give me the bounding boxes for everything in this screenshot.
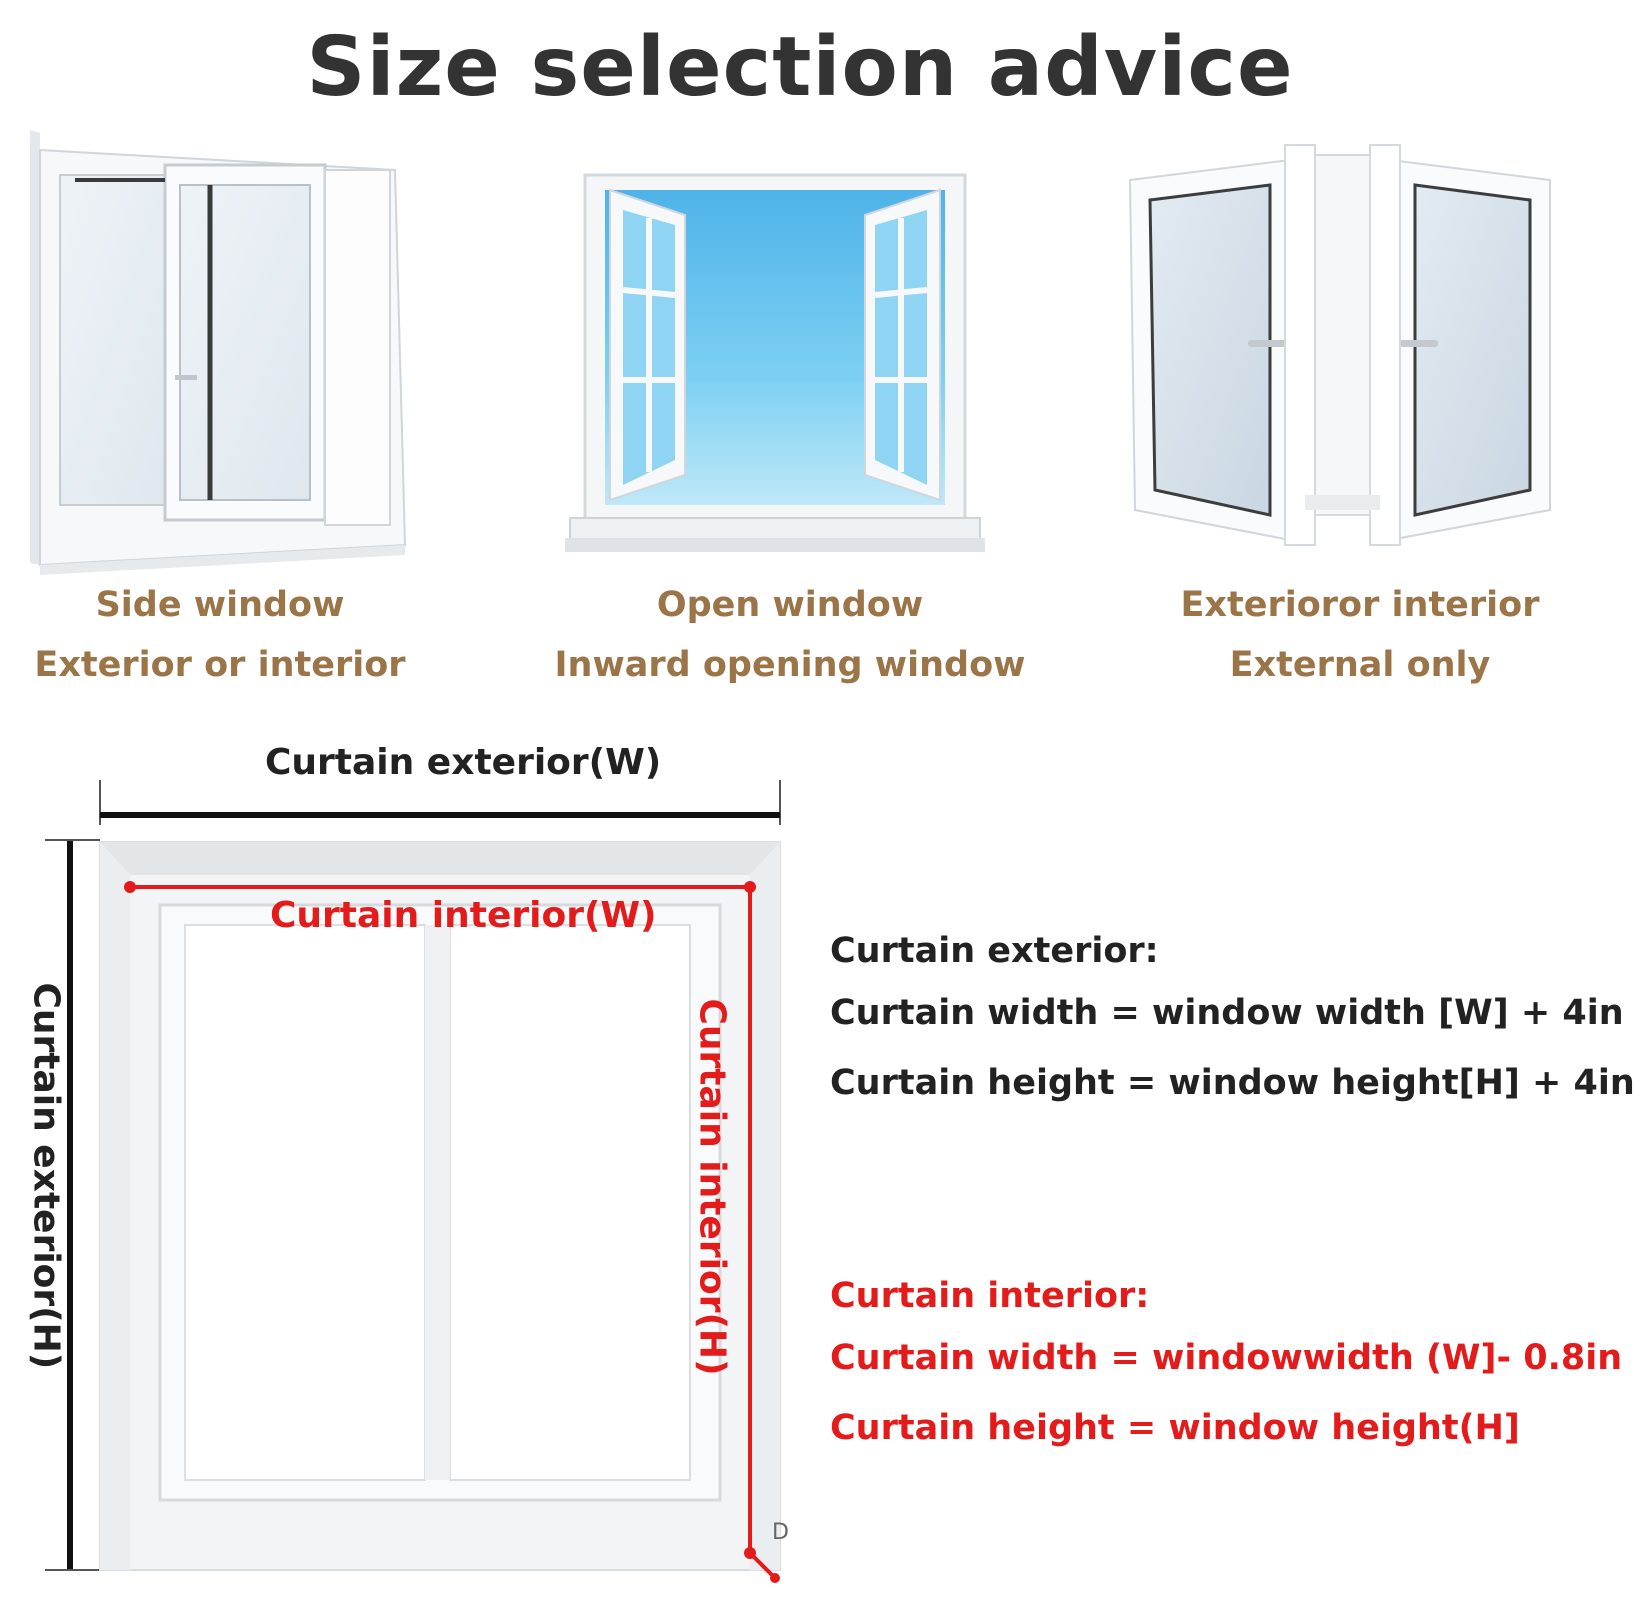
window-caption-side-line1: Side window: [95, 585, 345, 625]
measurement-diagram: [45, 780, 781, 1583]
exterior-height-label: Curtain exterior(H): [25, 982, 67, 1370]
window-caption-open-line2: Inward opening window: [554, 645, 1026, 685]
interior-formula-height: Curtain height = window height(H]: [830, 1408, 1520, 1448]
exterior-formula-width: Curtain width = window width [W] + 4in: [830, 993, 1624, 1033]
interior-formulas: Curtain interior: Curtain width = window…: [830, 1265, 1622, 1459]
page-title: Size selection advice: [306, 20, 1294, 115]
window-caption-open-line1: Open window: [656, 585, 924, 625]
window-caption-open: Open window Inward opening window: [550, 575, 1030, 695]
double-casement-window-icon: [1128, 144, 1551, 546]
exterior-formula-heading: Curtain exterior:: [830, 931, 1159, 971]
window-caption-side: Side window Exterior or interior: [20, 575, 420, 695]
window-caption-side-line2: Exterior or interior: [34, 645, 406, 685]
window-caption-casement-line2: External only: [1229, 645, 1491, 685]
window-caption-casement-line1: Exterioror interior: [1180, 585, 1540, 625]
exterior-formulas: Curtain exterior: Curtain width = window…: [830, 920, 1635, 1114]
window-caption-casement: Exterioror interior External only: [1150, 575, 1570, 695]
open-casement-window-icon: [565, 173, 985, 552]
sliding-window-icon: [30, 130, 407, 575]
corner-label: D: [772, 1520, 789, 1545]
interior-formula-heading: Curtain interior:: [830, 1276, 1150, 1316]
exterior-formula-height: Curtain height = window height[H] + 4in: [830, 1063, 1635, 1103]
exterior-width-label: Curtain exterior(W): [265, 742, 662, 783]
interior-height-label: Curtain interior(H): [691, 998, 733, 1376]
interior-formula-width: Curtain width = windowwidth (W]- 0.8in: [830, 1338, 1623, 1378]
interior-width-label: Curtain interior(W): [270, 895, 657, 936]
